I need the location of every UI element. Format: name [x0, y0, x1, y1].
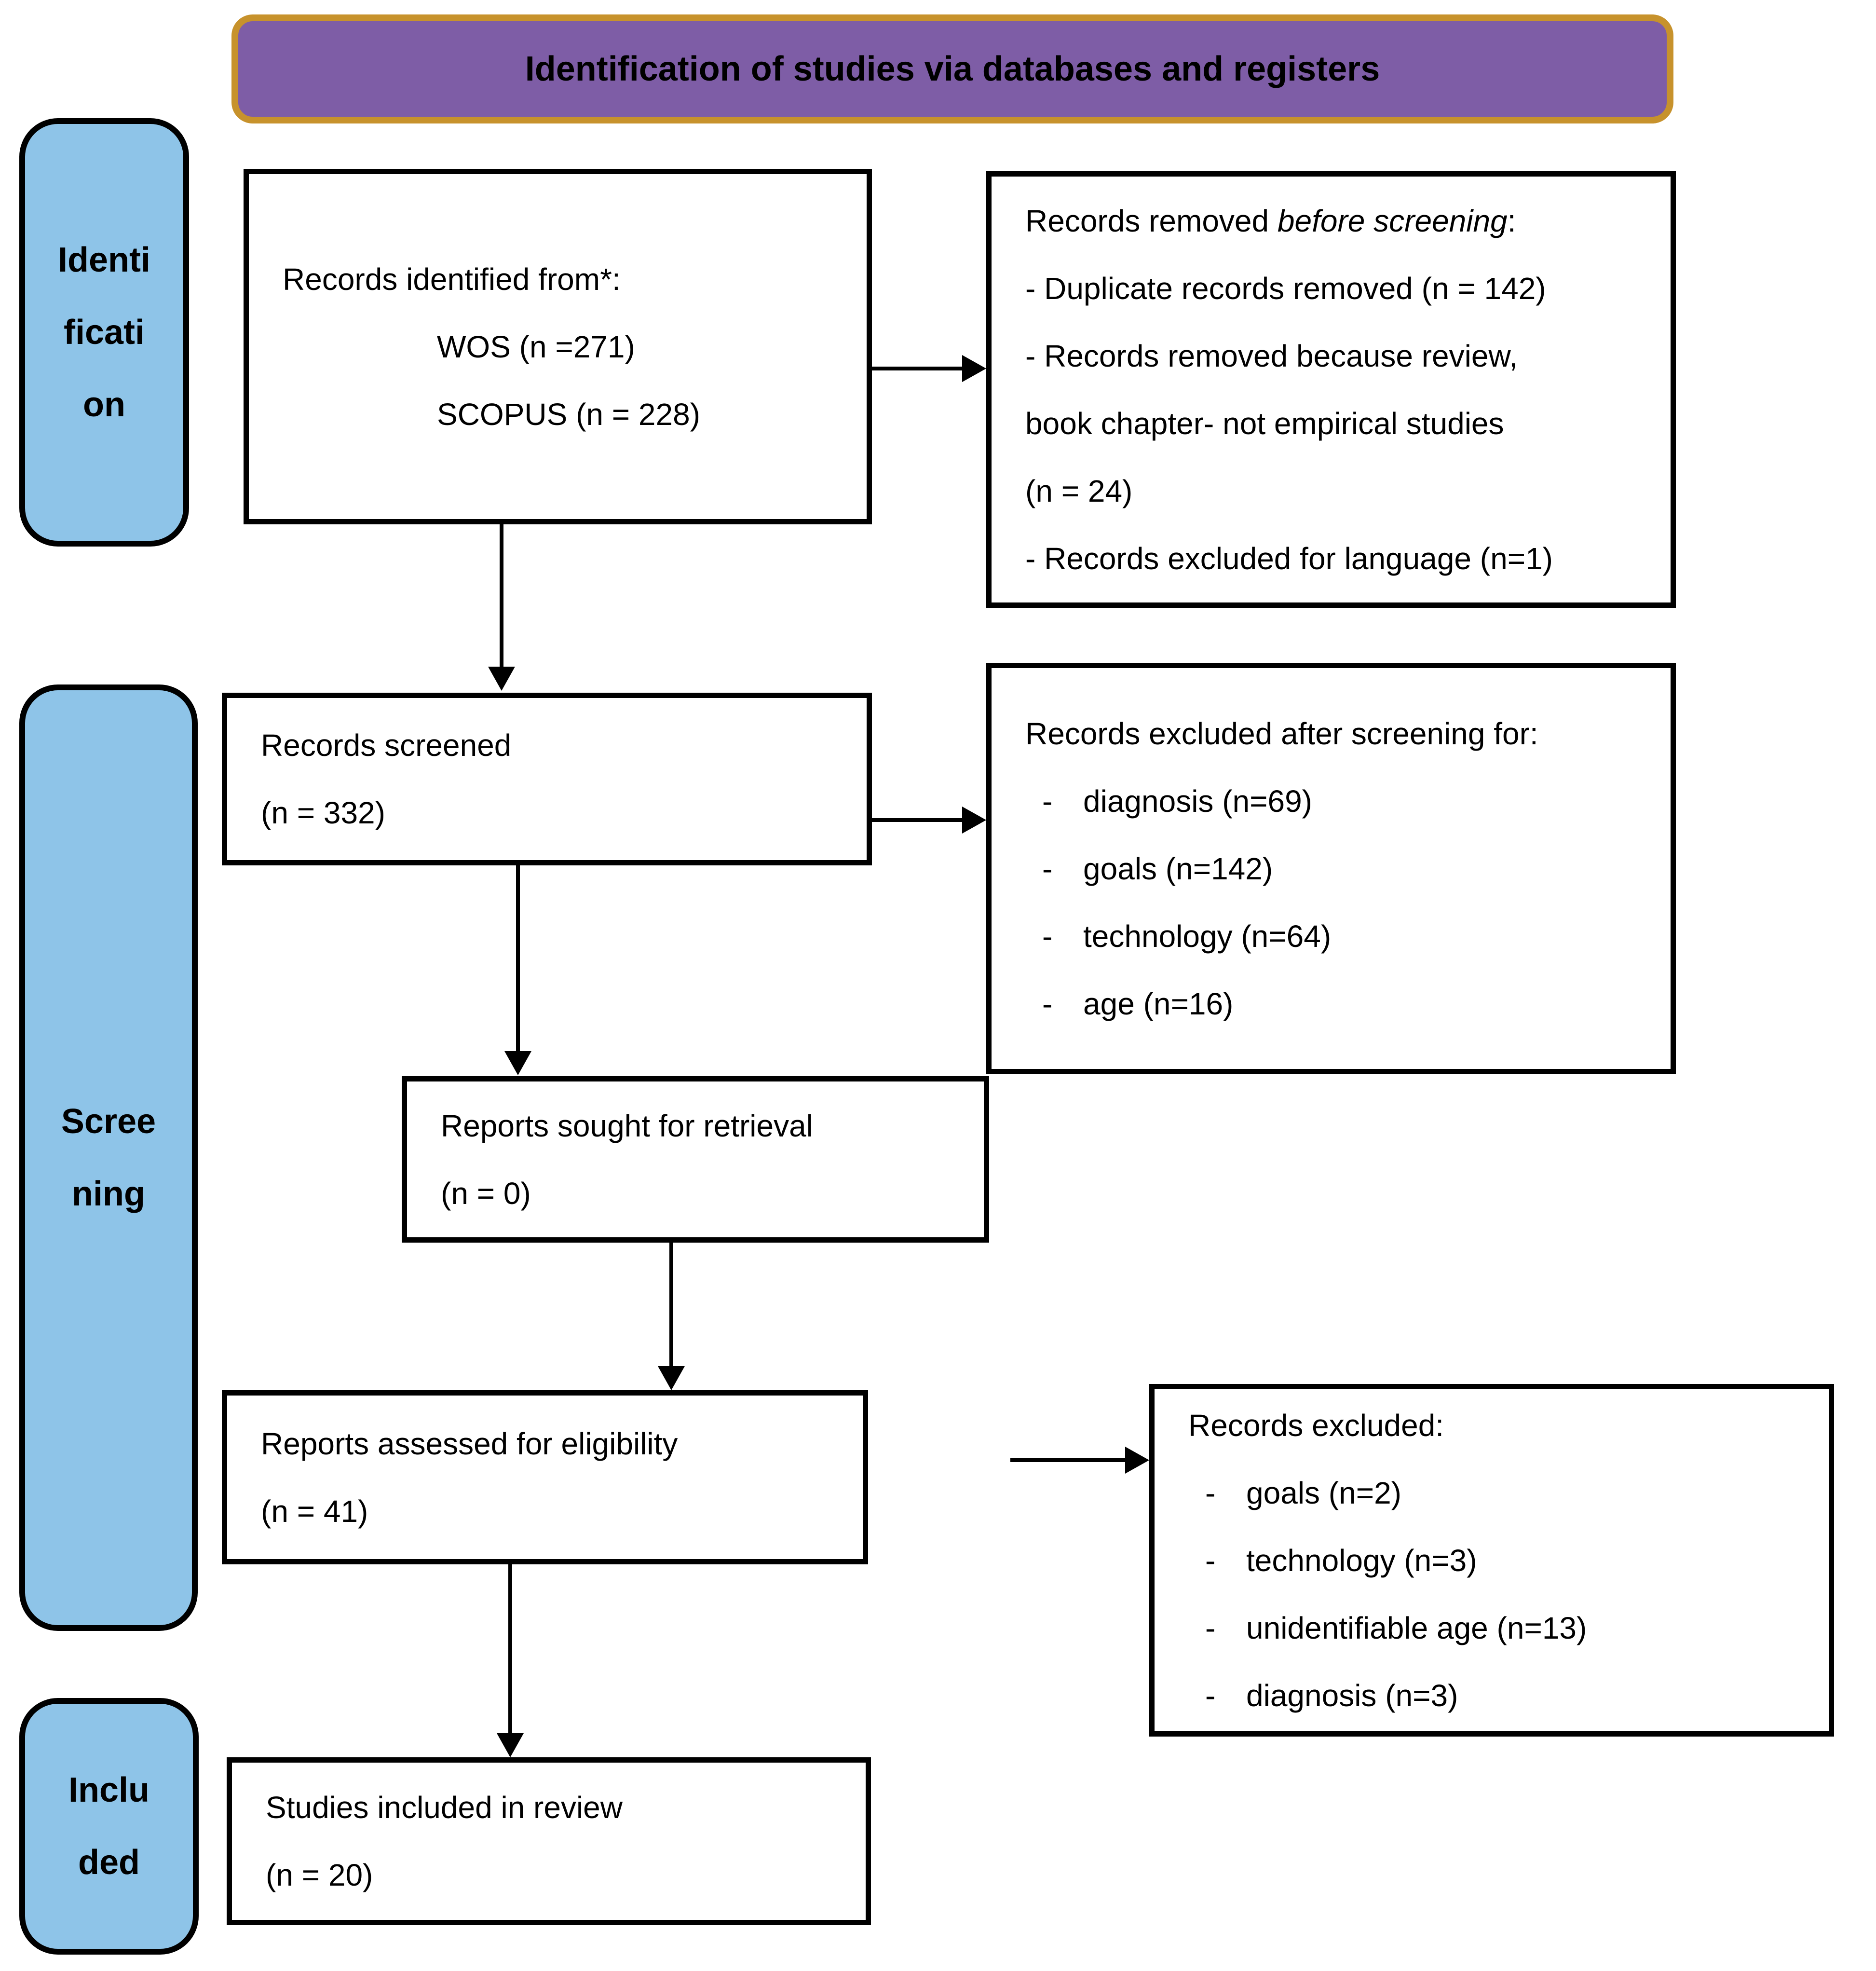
- records-removed-line-n24: (n = 24): [1025, 473, 1133, 508]
- excluded-screening-item-technology: -technology (n=64): [992, 903, 1671, 970]
- records-removed-title-suffix: :: [1507, 203, 1516, 238]
- stage-screening-line2: ning: [72, 1175, 145, 1213]
- records-removed-line-duplicates: - Duplicate records removed (n = 142): [1025, 271, 1546, 306]
- bullet-text: technology (n=3): [1246, 1543, 1477, 1578]
- box-studies-included: Studies included in review (n = 20): [227, 1757, 871, 1925]
- box-records-removed-before-screening: Records removed before screening: - Dupl…: [986, 171, 1676, 608]
- excluded-screening-title: Records excluded after screening for:: [1025, 716, 1538, 751]
- box-reports-sought: Reports sought for retrieval (n = 0): [402, 1076, 989, 1243]
- records-identified-source-scopus: SCOPUS (n = 228): [437, 397, 700, 432]
- records-removed-line-bookchapter: book chapter- not empirical studies: [1025, 406, 1504, 441]
- arrow-assessed-to-included-head-icon: [497, 1733, 524, 1757]
- excluded-screening-item-goals: -goals (n=142): [992, 835, 1671, 903]
- bullet-dash: -: [1205, 1678, 1216, 1713]
- arrow-identified-to-screened-shaft: [500, 524, 503, 667]
- records-excluded-item-technology: -technology (n=3): [1155, 1527, 1829, 1594]
- arrow-assessed-to-included-shaft: [508, 1564, 512, 1733]
- stage-identification-line3: on: [83, 385, 125, 424]
- records-removed-title-italic: before screening: [1277, 203, 1508, 238]
- studies-included-title: Studies included in review: [266, 1790, 623, 1825]
- bullet-text: diagnosis (n=69): [1083, 783, 1312, 819]
- bullet-dash: -: [1205, 1543, 1216, 1578]
- records-identified-title: Records identified from*:: [283, 261, 621, 297]
- bullet-dash: -: [1042, 986, 1053, 1021]
- box-records-excluded-after-screening: Records excluded after screening for: -d…: [986, 663, 1676, 1074]
- box-records-excluded-eligibility: Records excluded: -goals (n=2) -technolo…: [1149, 1384, 1834, 1737]
- arrow-screened-to-excluded-head-icon: [962, 807, 986, 834]
- records-removed-line-language: - Records excluded for language (n=1): [1025, 541, 1553, 576]
- reports-assessed-title: Reports assessed for eligibility: [261, 1426, 678, 1461]
- arrow-sought-to-assessed-head-icon: [658, 1366, 685, 1390]
- stage-identification-line1: Identi: [58, 241, 150, 279]
- reports-sought-title: Reports sought for retrieval: [441, 1108, 813, 1143]
- bullet-text: diagnosis (n=3): [1246, 1678, 1458, 1713]
- stage-included-line1: Inclu: [68, 1771, 150, 1809]
- stage-identification: Identi ficati on: [19, 118, 189, 547]
- reports-assessed-count: (n = 41): [261, 1493, 368, 1529]
- records-removed-title: Records removed before screening:: [992, 187, 1671, 255]
- records-excluded-title: Records excluded:: [1188, 1408, 1444, 1443]
- bullet-text: age (n=16): [1083, 986, 1234, 1021]
- records-excluded-item-age: -unidentifiable age (n=13): [1155, 1594, 1829, 1662]
- bullet-dash: -: [1205, 1475, 1216, 1510]
- banner-title: Identification of studies via databases …: [525, 50, 1380, 88]
- arrow-identified-to-screened-head-icon: [488, 667, 515, 691]
- records-removed-title-prefix: Records removed: [1025, 203, 1278, 238]
- bullet-text: technology (n=64): [1083, 918, 1332, 954]
- bullet-dash: -: [1042, 918, 1053, 954]
- arrow-screened-to-excluded-shaft: [872, 818, 964, 822]
- arrow-identified-to-removed-head-icon: [962, 355, 986, 382]
- stage-identification-line2: ficati: [63, 313, 145, 352]
- records-screened-count: (n = 332): [261, 795, 385, 830]
- arrow-identified-to-removed-shaft: [872, 367, 964, 370]
- arrow-sought-to-assessed-shaft: [669, 1243, 673, 1366]
- stage-included: Inclu ded: [19, 1698, 199, 1955]
- bullet-text: unidentifiable age (n=13): [1246, 1610, 1587, 1645]
- stage-included-line2: ded: [78, 1843, 140, 1882]
- arrow-screened-to-sought-head-icon: [504, 1051, 531, 1075]
- records-removed-line-review: - Records removed because review,: [1025, 338, 1518, 373]
- records-excluded-item-goals: -goals (n=2): [1155, 1459, 1829, 1527]
- box-reports-assessed: Reports assessed for eligibility (n = 41…: [222, 1390, 868, 1564]
- records-screened-title: Records screened: [261, 728, 512, 763]
- box-records-identified: Records identified from*: WOS (n =271) S…: [244, 169, 872, 524]
- arrow-assessed-to-excluded-shaft: [1010, 1458, 1126, 1462]
- stage-screening-line1: Scree: [61, 1102, 156, 1141]
- arrow-screened-to-sought-shaft: [516, 865, 520, 1051]
- bullet-text: goals (n=142): [1083, 851, 1273, 886]
- arrow-assessed-to-excluded-head-icon: [1125, 1447, 1149, 1474]
- records-excluded-item-diagnosis: -diagnosis (n=3): [1155, 1662, 1829, 1729]
- stage-screening: Scree ning: [19, 684, 198, 1631]
- reports-sought-count: (n = 0): [441, 1176, 531, 1211]
- excluded-screening-item-age: -age (n=16): [992, 970, 1671, 1038]
- banner-identification-via-databases: Identification of studies via databases …: [231, 14, 1673, 123]
- box-records-screened: Records screened (n = 332): [222, 693, 872, 865]
- records-identified-source-wos: WOS (n =271): [437, 329, 635, 364]
- bullet-dash: -: [1042, 851, 1053, 886]
- studies-included-count: (n = 20): [266, 1858, 373, 1892]
- excluded-screening-item-diagnosis: -diagnosis (n=69): [992, 767, 1671, 835]
- bullet-dash: -: [1042, 783, 1053, 819]
- bullet-text: goals (n=2): [1246, 1475, 1401, 1510]
- bullet-dash: -: [1205, 1610, 1216, 1645]
